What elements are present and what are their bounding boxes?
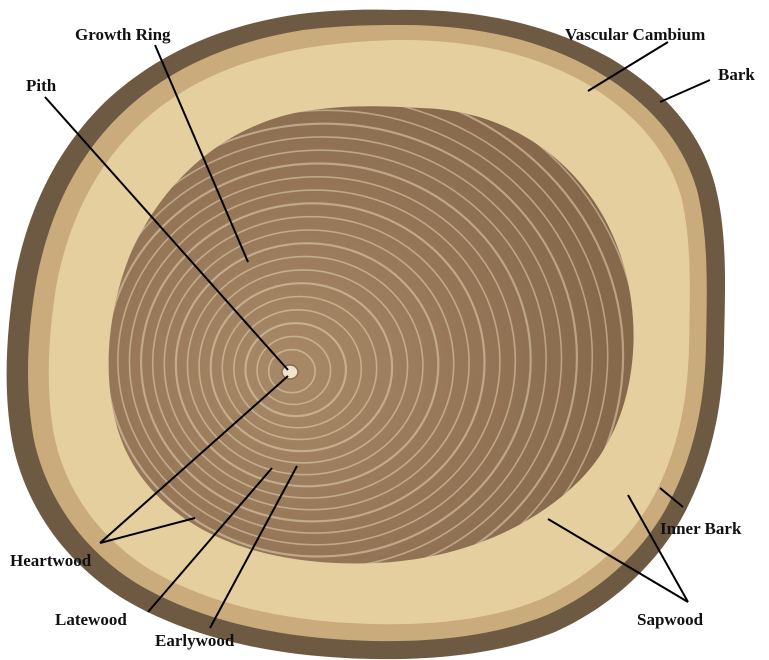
label-inner-bark: Inner Bark (660, 519, 742, 538)
label-earlywood: Earlywood (155, 631, 235, 650)
label-vascular-cambium: Vascular Cambium (565, 25, 705, 44)
label-pith: Pith (26, 76, 57, 95)
label-heartwood: Heartwood (10, 551, 92, 570)
bark-leader (660, 80, 710, 102)
label-growth-ring: Growth Ring (75, 25, 171, 44)
label-latewood: Latewood (55, 610, 127, 629)
label-sapwood: Sapwood (637, 610, 704, 629)
label-bark: Bark (718, 65, 755, 84)
